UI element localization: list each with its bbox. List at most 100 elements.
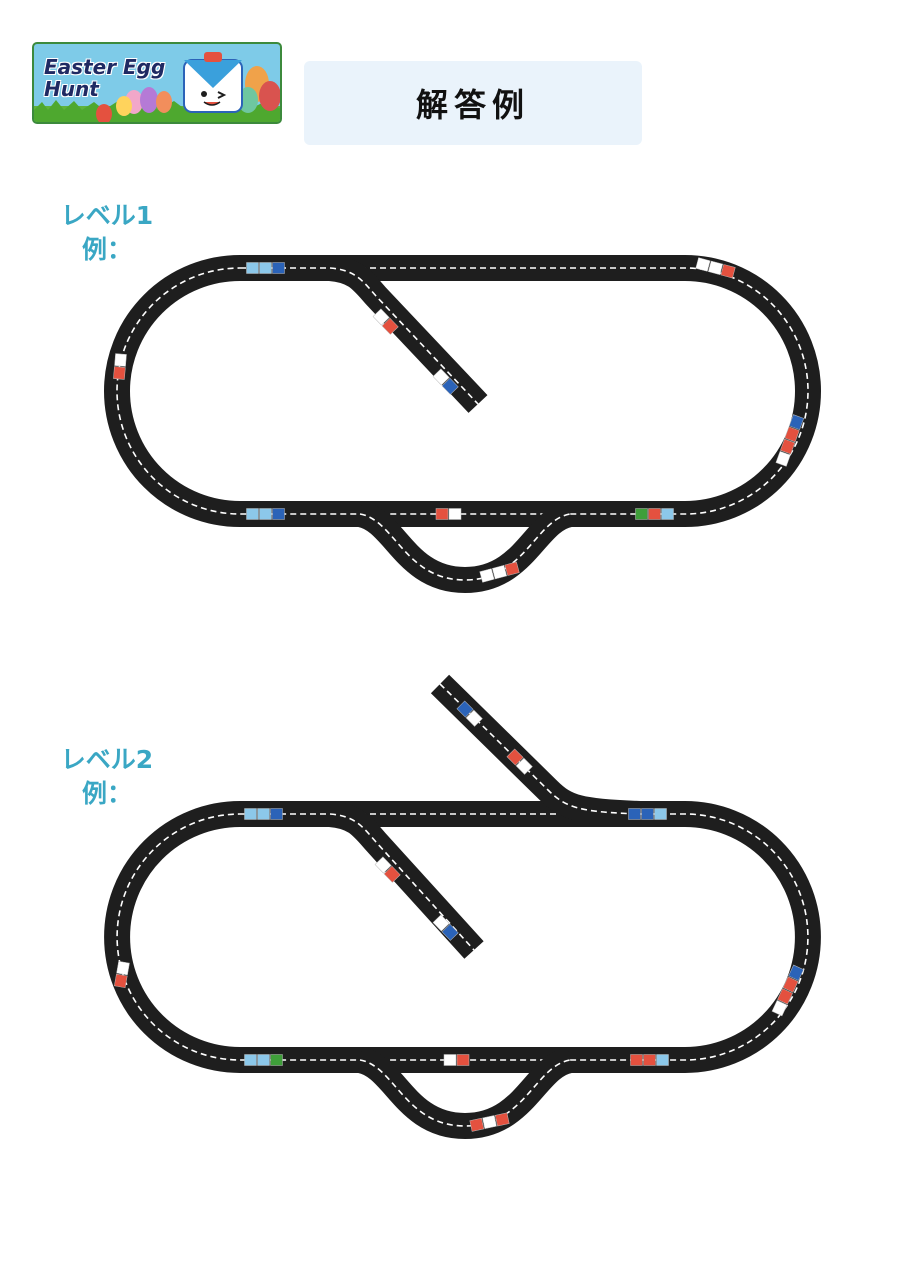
level-2-blocks-bottom-left-block-1	[257, 1054, 270, 1066]
level-2-diagonal-spur-dashes	[329, 813, 475, 951]
level-2-blocks-bottom-right	[630, 1054, 669, 1066]
level-2-blocks-left-block-0	[114, 973, 128, 989]
level-1-blocks-right-block-2	[784, 426, 800, 443]
level-1-blocks-left-block-1	[114, 353, 127, 367]
level-1-blocks-bypass-block-2	[504, 561, 520, 576]
level-2-blocks-right-block-0	[771, 1000, 788, 1017]
level-1-name: レベル1	[60, 201, 154, 230]
level-2-blocks-right-block-3	[788, 964, 804, 981]
level-1-blocks-spur-upper-block-0	[372, 308, 390, 326]
level-2-blocks-bottom-right-block-2	[656, 1054, 669, 1066]
easter-egg-hunt-logo: Easter Egg Hunt	[32, 42, 282, 124]
title-banner: 解答例	[304, 61, 642, 145]
level-1-blocks-spur-lower-block-0	[432, 368, 450, 386]
level-1-diagonal-spur-dashes	[329, 267, 479, 405]
level-1-blocks-right-block-3	[788, 414, 805, 430]
level-1-diagonal-spur	[328, 255, 488, 413]
level-1-track-diagram	[104, 255, 821, 593]
level-2-upper-spur	[430, 674, 641, 827]
level-2-blocks-bottom-middle-block-0	[443, 1054, 457, 1066]
level-2-blocks-upper-spur-1	[456, 700, 483, 727]
level-1-blocks-bottom-right-block-1	[648, 508, 661, 520]
level-2-blocks-right-block-1	[777, 988, 793, 1005]
level-1-label: レベル1 例：	[52, 199, 162, 267]
level-2-blocks-top-right	[628, 808, 667, 820]
level-1-blocks-bottom-left-block-0	[246, 508, 259, 520]
level-2-sub: 例：	[81, 779, 132, 808]
level-2-blocks-bottom-right-block-1	[643, 1054, 656, 1066]
logo-line-1: Easter Egg	[44, 55, 166, 79]
level-1-blocks-bottom-middle-block-0	[435, 508, 449, 520]
level-1-blocks-bottom-right-block-0	[635, 508, 648, 520]
level-2-blocks-upper-spur-2-block-0	[506, 748, 524, 766]
level-1-blocks-top-right-block-2	[720, 264, 736, 279]
level-2-blocks-spur-upper	[374, 856, 401, 883]
level-2-blocks-upper-spur-2-block-1	[515, 757, 533, 775]
level-2-blocks-spur-lower-block-0	[432, 914, 450, 932]
level-1-blocks-bypass-block-1	[491, 564, 508, 580]
level-1-blocks-top-left-block-1	[259, 262, 272, 274]
level-2-blocks-top-right-block-2	[654, 808, 667, 820]
level-2-label: レベル2 例：	[52, 743, 162, 811]
logo-artwork	[34, 52, 280, 122]
level-1-blocks-left-block-0	[113, 366, 126, 380]
level-2-blocks-top-left-block-1	[257, 808, 270, 820]
level-1-blocks-spur-upper	[372, 308, 399, 335]
level-1-blocks-bottom-right	[635, 508, 674, 520]
level-1-blocks-top-right	[695, 257, 736, 279]
level-1-blocks-bottom-left	[246, 508, 285, 520]
level-2-blocks-spur-lower	[432, 914, 459, 941]
level-2-blocks-right	[771, 964, 804, 1017]
level-1-sub: 例：	[81, 235, 132, 264]
level-2-track-diagram	[104, 674, 821, 1139]
level-1-blocks-bottom-left-block-1	[259, 508, 272, 520]
level-1-blocks-top-left-block-0	[246, 262, 259, 274]
level-2-blocks-bypass-block-0	[469, 1117, 485, 1132]
level-2-main-loop-dashes	[116, 813, 809, 1061]
level-1-blocks-spur-upper-block-1	[381, 317, 399, 335]
level-2-name: レベル2	[60, 745, 154, 774]
level-2-blocks-upper-spur-1-block-1	[465, 709, 483, 727]
level-1-blocks-top-right-block-0	[695, 257, 711, 272]
level-2-blocks-top-right-block-1	[641, 808, 654, 820]
level-2-blocks-spur-upper-block-0	[374, 856, 392, 874]
level-2-blocks-upper-spur-1-block-0	[456, 700, 474, 718]
level-2-blocks-left	[114, 960, 130, 989]
level-1-blocks-left	[113, 353, 127, 380]
logo-text: Easter Egg Hunt	[44, 56, 165, 100]
level-1-blocks-top-left-block-2	[272, 262, 285, 274]
level-1-blocks-right	[775, 414, 805, 467]
level-2-blocks-top-left-block-2	[270, 808, 283, 820]
level-1-blocks-right-block-1	[780, 438, 796, 455]
level-1-main-loop-dashes	[116, 267, 809, 515]
level-1-blocks-right-block-0	[775, 450, 791, 467]
level-1-blocks-bypass	[479, 561, 520, 583]
level-1-blocks-top-right-block-1	[707, 260, 724, 276]
level-2-blocks-bottom-left-block-0	[244, 1054, 257, 1066]
level-1-blocks-bottom-middle-block-1	[448, 508, 462, 520]
level-2-blocks-upper-spur-2	[506, 748, 533, 775]
logo-line-2: Hunt	[44, 77, 99, 101]
level-2-blocks-bottom-middle	[443, 1054, 470, 1066]
level-2-blocks-bottom-middle-block-1	[456, 1054, 470, 1066]
level-2-blocks-top-left-block-0	[244, 808, 257, 820]
level-2-blocks-bypass-block-1	[482, 1115, 497, 1130]
level-1-blocks-spur-lower	[432, 368, 459, 395]
level-2-blocks-bottom-right-block-0	[630, 1054, 643, 1066]
level-2-blocks-top-right-block-0	[628, 808, 641, 820]
level-2-blocks-spur-upper-block-1	[383, 865, 401, 883]
level-2-blocks-spur-lower-block-1	[441, 923, 459, 941]
level-2-blocks-bypass	[469, 1112, 510, 1132]
level-1-blocks-spur-lower-block-1	[441, 377, 459, 395]
level-1-blocks-bottom-left-block-2	[272, 508, 285, 520]
level-2-upper-spur-dashes	[439, 683, 641, 815]
level-2-blocks-top-left	[244, 808, 283, 820]
level-1-bottom-bypass-dashes	[359, 513, 571, 581]
level-1-blocks-bypass-block-0	[479, 568, 495, 583]
level-2-blocks-right-block-2	[782, 976, 799, 993]
level-2-bottom-bypass-dashes	[359, 1059, 571, 1127]
level-2-blocks-bottom-left-block-2	[270, 1054, 283, 1066]
level-2-blocks-left-block-1	[116, 960, 130, 976]
level-1-blocks-top-left	[246, 262, 285, 274]
